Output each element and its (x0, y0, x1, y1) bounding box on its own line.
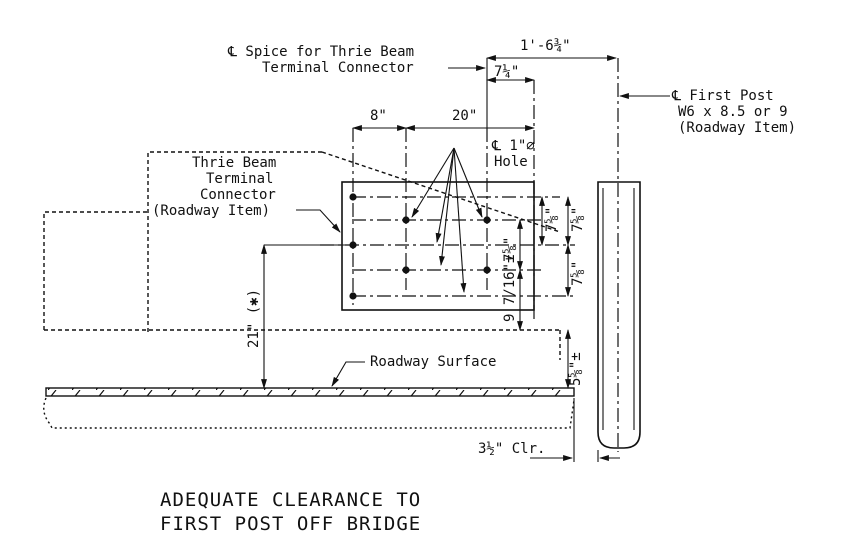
roadway-leader (331, 361, 365, 387)
dim-21: 21" (✱) (246, 289, 262, 348)
dim-20: 20" (452, 108, 477, 124)
dim-7-5-8-a: 7⅝" (544, 207, 560, 232)
connector-label-line3: Connector (200, 187, 276, 203)
dim-7-1-4: 7¼" (494, 64, 519, 80)
hole (402, 216, 410, 224)
terminal-connector-plate (341, 181, 535, 311)
dim-5-5-8: 5⅝"± (568, 352, 584, 386)
dim-7-5-8-b: 7⅝" (570, 207, 586, 232)
splice-label-line1: ℄ Spice for Thrie Beam (227, 44, 414, 60)
connector-label-line2: Terminal (206, 171, 273, 187)
hole (349, 241, 357, 249)
hole (483, 266, 491, 274)
top-dimensions (352, 55, 670, 131)
hole-centerlines (320, 80, 575, 320)
hole (349, 292, 357, 300)
hole-label-line2: Hole (494, 154, 528, 170)
splice-label-line2: Terminal Connector (262, 60, 414, 76)
connector-leader (296, 209, 341, 233)
bridge-deck-outline (43, 151, 575, 429)
first-post-line1: ℄ First Post (671, 88, 774, 104)
connector-label-line1: Thrie Beam (192, 155, 276, 171)
roadway-surface-slab (45, 387, 575, 397)
connector-label-line4: (Roadway Item) (152, 203, 270, 219)
caption-line2: FIRST POST OFF BRIDGE (160, 513, 421, 535)
dim-8: 8" (370, 108, 387, 124)
dim-3-1-2-clear: 3½" Clr. (478, 441, 545, 457)
first-post (597, 58, 641, 452)
hole (402, 266, 410, 274)
hole (349, 193, 357, 201)
hole-label-line1: ℄ 1"⌀ (491, 138, 535, 154)
first-post-line2: W6 x 8.5 or 9 (678, 104, 788, 120)
clearance-dimension (530, 398, 620, 462)
caption-line1: ADEQUATE CLEARANCE TO (160, 489, 421, 511)
dim-9-7-16: 9 7/16"± (502, 255, 518, 322)
right-dimensions (517, 196, 571, 389)
roadway-surface-label: Roadway Surface (370, 354, 496, 370)
dim-7-5-8-d: 7⅝" (502, 237, 518, 262)
bolt-holes (349, 193, 491, 300)
height-dimension (261, 244, 352, 389)
first-post-line3: (Roadway Item) (678, 120, 796, 136)
hole (483, 216, 491, 224)
dim-1ft-6-3-4: 1'-6¾" (520, 38, 571, 54)
hole-leaders (411, 147, 483, 293)
dim-7-5-8-c: 7⅝" (570, 261, 586, 286)
